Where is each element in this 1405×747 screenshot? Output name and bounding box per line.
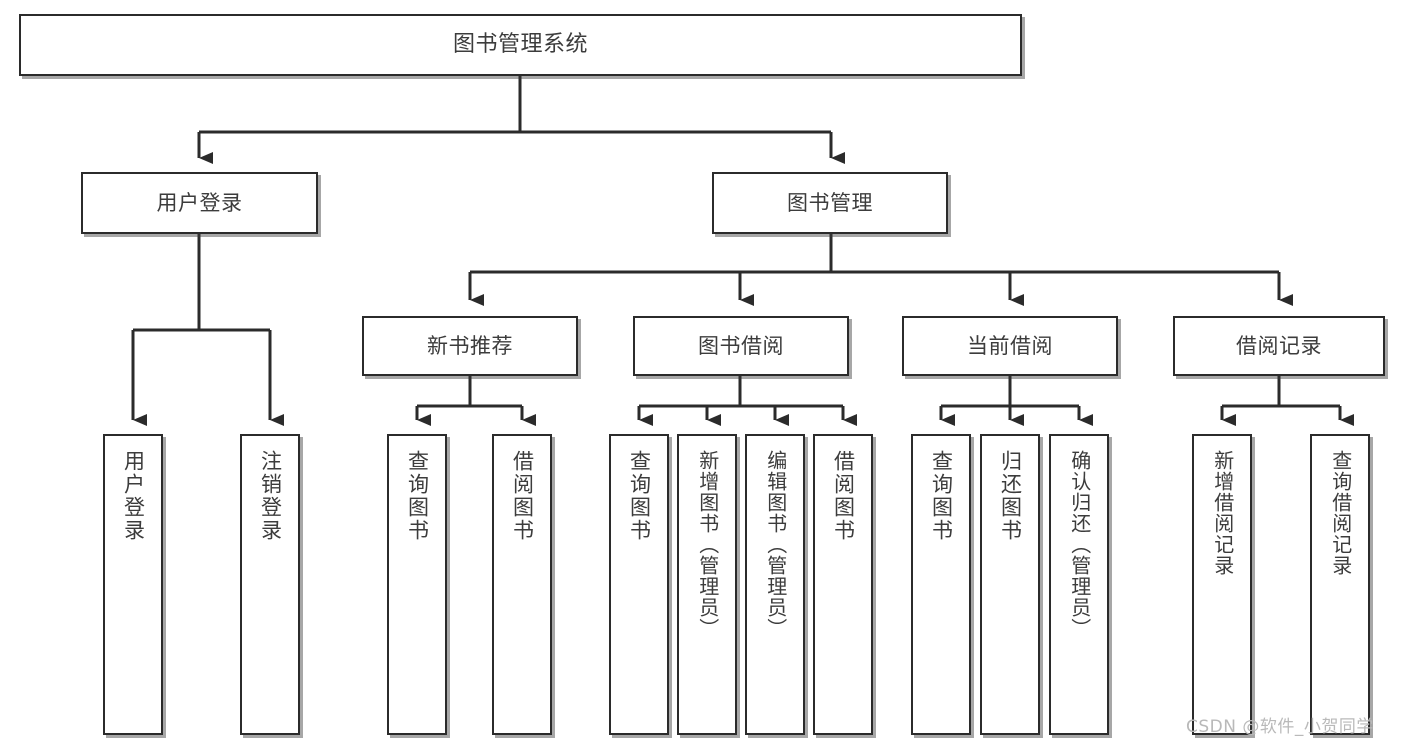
leaf-book-borrow-1[interactable]: 查询图书 — [609, 434, 669, 735]
node-root-label: 图书管理系统 — [452, 32, 588, 58]
node-borrow-record[interactable]: 借阅记录 — [1173, 316, 1385, 376]
node-root[interactable]: 图书管理系统 — [19, 14, 1022, 76]
leaf-current-borrow-1[interactable]: 查询图书 — [911, 434, 971, 735]
leaf-new-book-2-label: 借阅图书 — [510, 450, 535, 542]
leaf-book-borrow-3-label: 编辑图书（管理员） — [763, 450, 788, 639]
leaf-book-borrow-2-label: 新增图书（管理员） — [695, 450, 720, 639]
node-book-borrow-label: 图书借阅 — [698, 333, 784, 358]
leaf-book-borrow-1-label: 查询图书 — [627, 450, 652, 542]
csdn-watermark: CSDN @软件_小贺同学 — [1186, 717, 1374, 737]
node-book-borrow[interactable]: 图书借阅 — [633, 316, 849, 376]
leaf-book-borrow-4[interactable]: 借阅图书 — [813, 434, 873, 735]
leaf-current-borrow-2[interactable]: 归还图书 — [980, 434, 1040, 735]
leaf-current-borrow-1-label: 查询图书 — [929, 450, 954, 542]
leaf-book-borrow-4-label: 借阅图书 — [831, 450, 856, 542]
node-current-borrow-label: 当前借阅 — [967, 333, 1053, 358]
leaf-user-login-1[interactable]: 用户登录 — [103, 434, 163, 735]
leaf-borrow-record-2[interactable]: 查询借阅记录 — [1310, 434, 1370, 735]
node-current-borrow[interactable]: 当前借阅 — [902, 316, 1118, 376]
leaf-current-borrow-3[interactable]: 确认归还（管理员） — [1049, 434, 1109, 735]
leaf-book-borrow-2[interactable]: 新增图书（管理员） — [677, 434, 737, 735]
leaf-borrow-record-1-label: 新增借阅记录 — [1210, 450, 1235, 576]
node-user-login-label: 用户登录 — [156, 190, 243, 215]
leaf-user-login-2-label: 注销登录 — [258, 450, 283, 542]
leaf-new-book-2[interactable]: 借阅图书 — [492, 434, 552, 735]
node-user-login[interactable]: 用户登录 — [81, 172, 318, 234]
leaf-new-book-1-label: 查询图书 — [405, 450, 430, 542]
node-new-book-recommend[interactable]: 新书推荐 — [362, 316, 578, 376]
leaf-current-borrow-3-label: 确认归还（管理员） — [1067, 450, 1092, 639]
leaf-borrow-record-2-label: 查询借阅记录 — [1328, 450, 1353, 576]
node-book-management-label: 图书管理 — [787, 190, 873, 215]
node-borrow-record-label: 借阅记录 — [1236, 333, 1322, 358]
leaf-user-login-1-label: 用户登录 — [121, 450, 146, 542]
leaf-current-borrow-2-label: 归还图书 — [998, 450, 1023, 542]
leaf-book-borrow-3[interactable]: 编辑图书（管理员） — [745, 434, 805, 735]
leaf-user-login-2[interactable]: 注销登录 — [240, 434, 300, 735]
leaf-borrow-record-1[interactable]: 新增借阅记录 — [1192, 434, 1252, 735]
leaf-new-book-1[interactable]: 查询图书 — [387, 434, 447, 735]
node-new-book-recommend-label: 新书推荐 — [427, 333, 513, 358]
node-book-management[interactable]: 图书管理 — [712, 172, 948, 234]
